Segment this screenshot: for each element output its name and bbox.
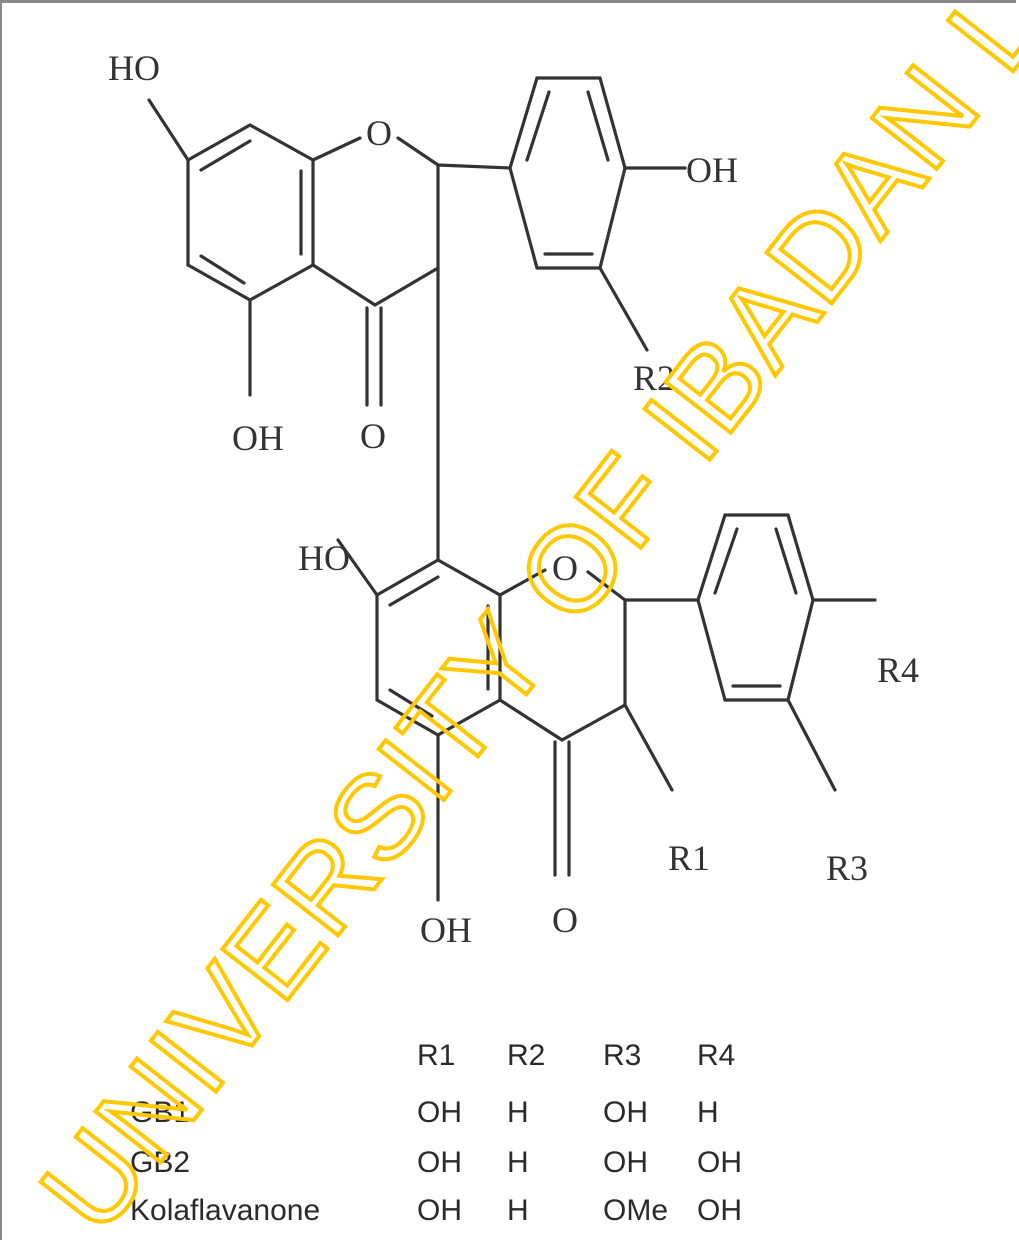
table-row-name: GB2 xyxy=(130,1146,190,1179)
bond-ho-lower xyxy=(336,538,379,597)
label-o-ring-upper: O xyxy=(366,113,392,153)
upper-c-ring xyxy=(311,136,440,407)
table-header-r2: R2 xyxy=(507,1039,545,1072)
bond-b-r3 xyxy=(786,698,837,792)
table-cell: OMe xyxy=(603,1194,668,1227)
label-oh-b-ring-upper: OH xyxy=(686,150,738,190)
lower-b-ring xyxy=(696,513,815,702)
label-o-keto-lower: O xyxy=(552,900,578,940)
table-header-r1: R1 xyxy=(417,1039,455,1072)
table-cell: OH xyxy=(697,1194,742,1227)
label-ho-upper: HO xyxy=(108,48,160,88)
table-header-r3: R3 xyxy=(603,1039,641,1072)
label-r1: R1 xyxy=(668,838,710,878)
bond-c2-b-ring xyxy=(436,163,512,170)
bond-ho-upper xyxy=(147,98,190,162)
label-ho-lower: HO xyxy=(298,538,350,578)
table-cell: H xyxy=(507,1146,529,1179)
table-cell: H xyxy=(507,1096,529,1129)
upper-b-ring xyxy=(508,76,627,270)
bond-b-r2 xyxy=(598,266,649,352)
label-o-ring-lower: O xyxy=(552,548,578,588)
table-cell: H xyxy=(507,1194,529,1227)
table-cell: OH xyxy=(603,1096,648,1129)
label-r3: R3 xyxy=(826,848,868,888)
table-cell: H xyxy=(697,1096,719,1129)
label-r4: R4 xyxy=(877,650,919,690)
table-cell: OH xyxy=(417,1194,462,1227)
table-header-r4: R4 xyxy=(697,1039,735,1072)
table-cell: OH xyxy=(417,1096,462,1129)
table-row-name: GB1 xyxy=(130,1096,190,1129)
table-cell: OH xyxy=(697,1146,742,1179)
substituent-table: R1 R2 R3 R4 GB1 OH H OH H GB2 OH H OH OH… xyxy=(130,1039,742,1227)
bond-c3-r1 xyxy=(623,703,674,792)
label-oh-lower-5: OH xyxy=(420,910,472,950)
table-row-name: Kolaflavanone xyxy=(130,1194,320,1227)
lower-c-ring xyxy=(498,568,627,877)
upper-a-ring xyxy=(186,123,315,302)
lower-a-ring xyxy=(375,558,502,737)
label-o-keto-upper: O xyxy=(360,416,386,456)
label-r2: R2 xyxy=(633,358,675,398)
table-cell: OH xyxy=(603,1146,648,1179)
table-cell: OH xyxy=(417,1146,462,1179)
label-oh-upper-5: OH xyxy=(232,418,284,458)
